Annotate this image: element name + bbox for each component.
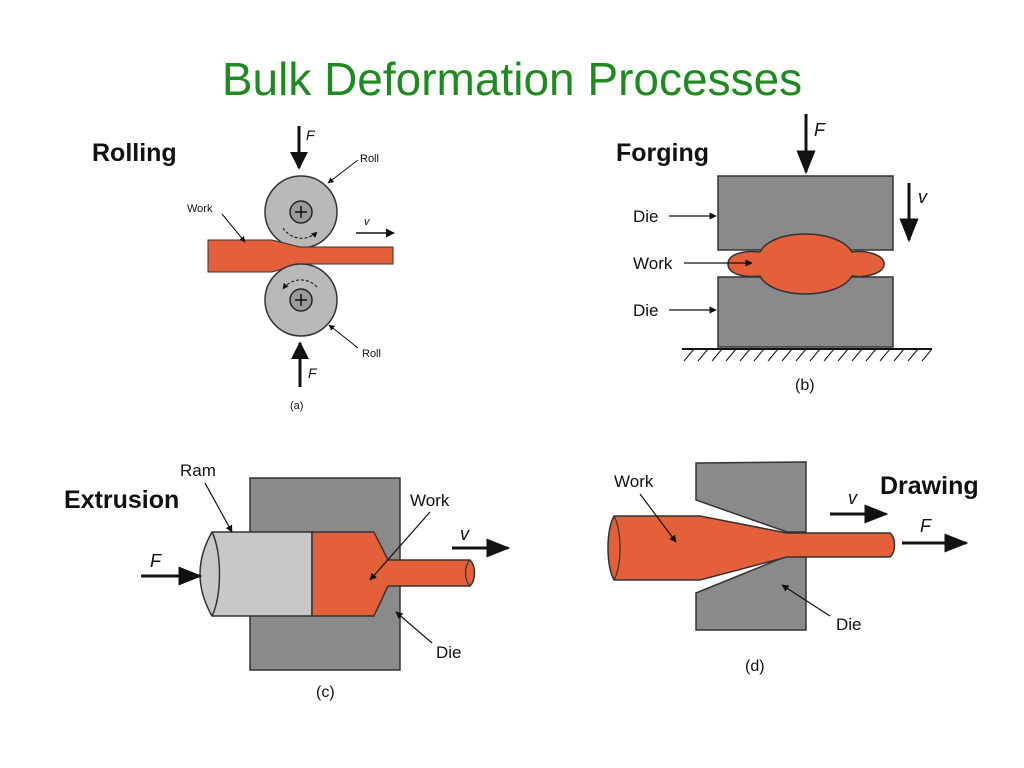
- slide-title: Bulk Deformation Processes: [221, 53, 803, 105]
- extrusion-ram-label: Ram: [180, 461, 216, 480]
- drawing-heading: Drawing: [880, 472, 979, 500]
- extrusion-diagram: Ram F Work v Die (c): [141, 461, 511, 701]
- extrusion-die-label: Die: [436, 643, 462, 662]
- rolling-diagram: F Roll Work v Roll F (a): [187, 126, 395, 412]
- forging-work-label: Work: [633, 254, 673, 273]
- drawing-die-leader: [781, 584, 831, 617]
- extrusion-work-leader: [369, 511, 431, 581]
- extrusion-force-label: F: [150, 551, 162, 571]
- extrusion-velocity-label: v: [460, 524, 470, 544]
- drawing-die-bottom: [695, 555, 807, 631]
- forging-die-bottom-label: Die: [633, 301, 659, 320]
- forging-velocity-label: v: [918, 187, 928, 207]
- forging-force-label: F: [814, 120, 826, 140]
- roll-top-label: Roll: [360, 153, 379, 165]
- rolling-force-top-label: F: [306, 127, 316, 143]
- extrusion-ram-leader: [204, 482, 233, 533]
- top-roll-axle-mark: [295, 206, 307, 218]
- drawing-work-leader: [639, 493, 677, 543]
- drawing-force-label: F: [920, 516, 932, 536]
- extrusion-work-end: [464, 559, 471, 587]
- forging-diagram: F v Die Work Die (b): [633, 114, 933, 394]
- drawing-work-label: Work: [614, 472, 654, 491]
- bottom-roll-axle-mark: [295, 294, 307, 306]
- extrusion-work-label: Work: [410, 491, 450, 510]
- rolling-heading: Rolling: [92, 139, 177, 167]
- forging-ground-hatch: [683, 348, 933, 362]
- rolling-work-leader: [221, 213, 246, 243]
- drawing-caption: (d): [745, 658, 765, 675]
- extrusion-die-leader: [395, 611, 433, 644]
- drawing-diagram: Work v F Die (d): [607, 461, 969, 675]
- forging-work: [727, 233, 885, 295]
- drawing-work-end: [613, 515, 621, 581]
- drawing-work: [607, 515, 896, 581]
- forging-heading: Forging: [616, 139, 710, 167]
- roll-bottom-leader: [328, 324, 359, 349]
- rolling-work-strip: [207, 239, 394, 273]
- roll-top-leader: [327, 159, 359, 184]
- rolling-velocity-label: v: [364, 216, 371, 228]
- drawing-die-label: Die: [836, 615, 862, 634]
- forging-caption: (b): [795, 377, 815, 394]
- forging-die-top-label: Die: [633, 207, 659, 226]
- drawing-die-top: [695, 461, 807, 533]
- extrusion-caption: (c): [316, 684, 335, 701]
- rolling-force-bottom-label: F: [308, 365, 318, 381]
- rolling-caption: (a): [290, 400, 303, 412]
- drawing-velocity-label: v: [848, 488, 858, 508]
- extrusion-ram-end: [211, 531, 221, 617]
- extrusion-heading: Extrusion: [64, 486, 180, 514]
- rolling-work-label: Work: [187, 203, 213, 215]
- roll-bottom-label: Roll: [362, 348, 381, 360]
- extrusion-work: [311, 531, 476, 617]
